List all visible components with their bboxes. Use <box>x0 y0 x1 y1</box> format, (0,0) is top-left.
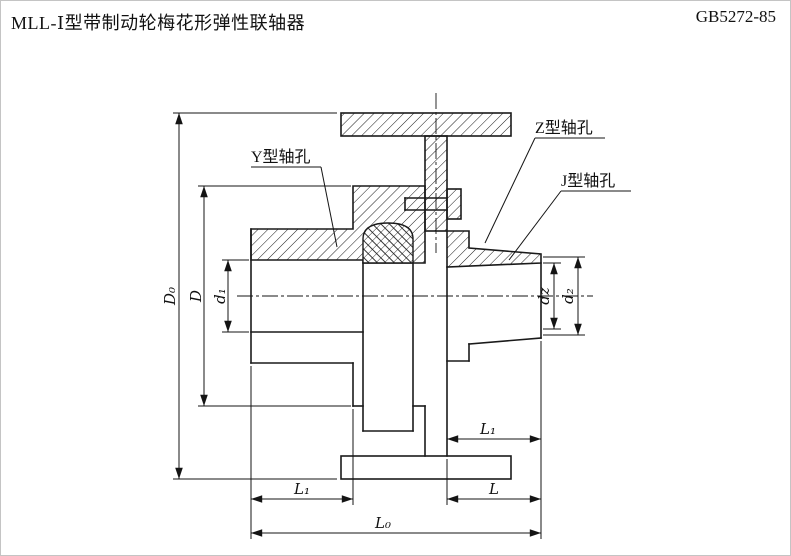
callout-j-bore: J型轴孔 <box>508 172 631 261</box>
dimension-L: L <box>446 459 541 505</box>
right-hub-bottom-line <box>468 337 542 345</box>
elastomer-section <box>362 222 414 264</box>
dimension-L1-left: L₁ <box>250 366 354 539</box>
dimension-D0: D₀ <box>161 112 337 480</box>
brake-wheel-rim-section <box>340 112 512 137</box>
dim-label-L0: L₀ <box>374 514 391 532</box>
dimension-dz: dz <box>535 262 561 330</box>
leader-line <box>508 190 562 261</box>
brake-wheel-web-section <box>424 135 448 232</box>
elastomer-element <box>362 222 414 432</box>
dim-label-L1-right: L₁ <box>479 420 496 438</box>
dim-label-D0: D₀ <box>161 287 179 306</box>
dim-label-d1: d₁ <box>211 288 229 304</box>
label-j-bore: J型轴孔 <box>561 172 615 190</box>
label-z-bore: Z型轴孔 <box>535 119 593 137</box>
dimension-L1-right: L₁ <box>447 341 542 539</box>
brake-wheel-rim-lower-outline <box>340 455 512 480</box>
dim-label-dz: dz <box>535 287 553 305</box>
label-y-bore: Y型轴孔 <box>251 148 311 166</box>
callout-y-bore: Y型轴孔 <box>251 148 338 248</box>
leader-line <box>484 137 536 244</box>
dimension-d1: d₁ <box>211 259 249 333</box>
dimension-L0: L₀ <box>251 514 541 537</box>
dim-label-D: D <box>187 290 205 303</box>
dimension-d2: d₂ <box>543 256 585 336</box>
callout-z-bore: Z型轴孔 <box>484 119 605 244</box>
dim-label-L: L <box>488 480 499 498</box>
leader-line <box>320 166 338 248</box>
dim-label-d2: d₂ <box>559 288 577 304</box>
brake-wheel <box>340 112 512 480</box>
right-half-coupling <box>446 230 542 457</box>
standard-number: GB5272-85 <box>695 7 776 26</box>
dim-label-L1-left: L₁ <box>293 480 310 498</box>
dimension-D: D <box>187 185 351 407</box>
bolt-nut-section <box>446 188 462 220</box>
page-title: MLL-Ⅰ型带制动轮梅花形弹性联轴器 <box>11 13 306 33</box>
